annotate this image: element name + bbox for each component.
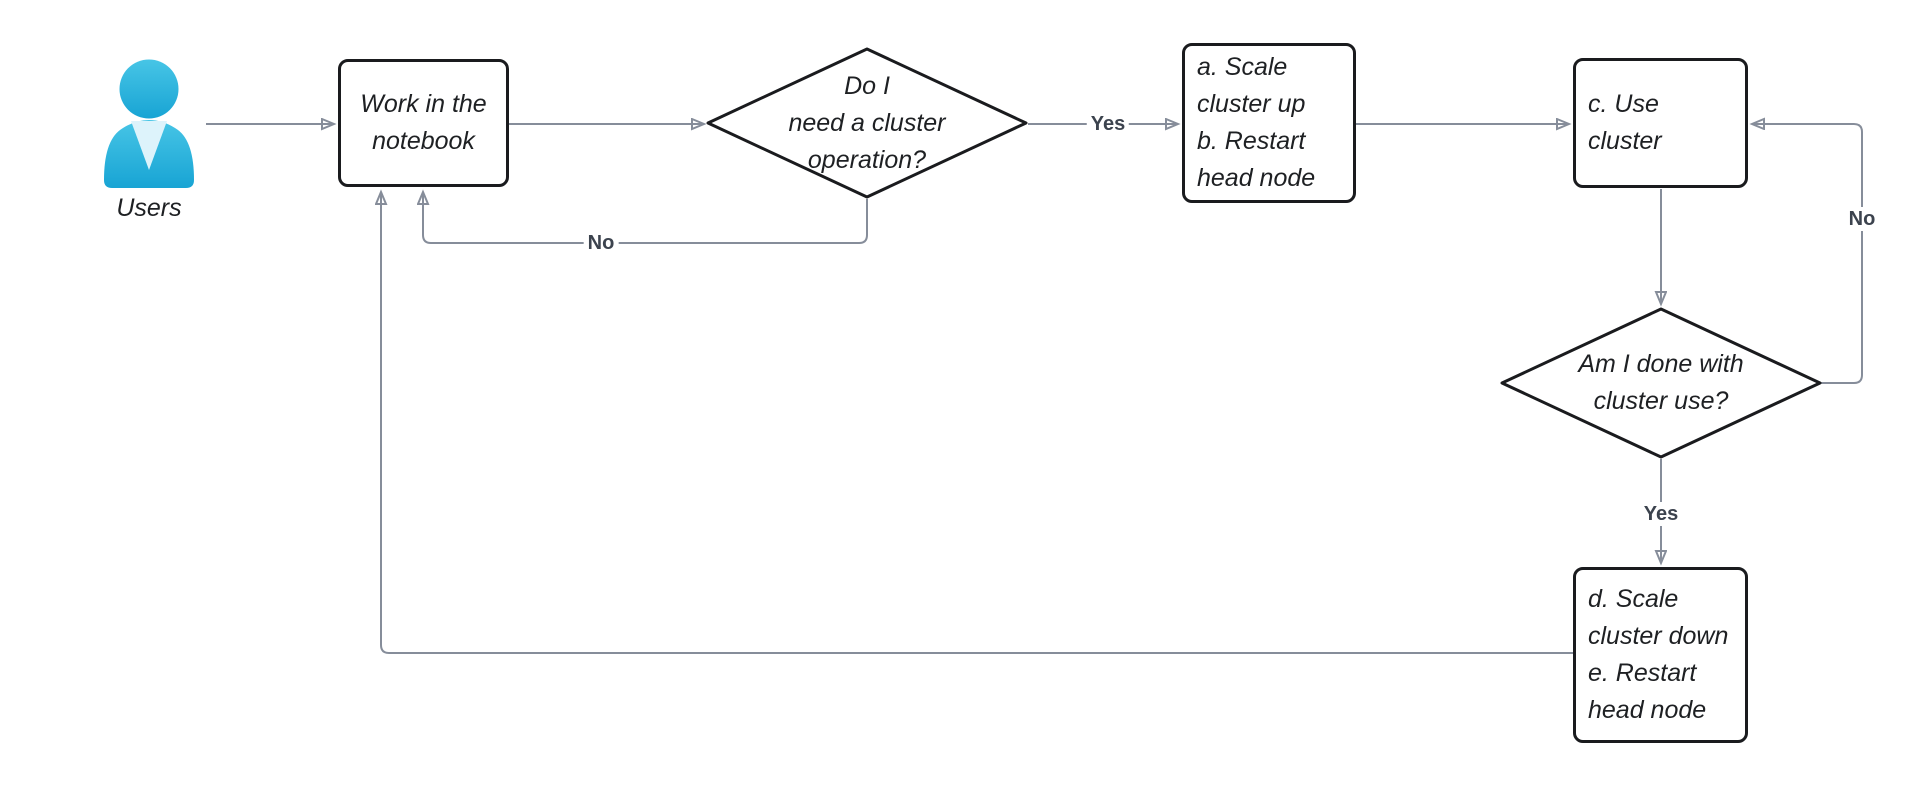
decision-done-with-cluster-use: Am I done with cluster use? <box>1500 307 1822 459</box>
node-scale-cluster-down-restart-head-node: d. Scale cluster down e. Restart head no… <box>1573 567 1748 743</box>
edge-label-yes-cluster-operation: Yes <box>1086 112 1130 136</box>
edge-decision-done-no-to-use-cluster <box>1753 124 1863 384</box>
decision-done-with-cluster-use-label: Am I done with cluster use? <box>1578 350 1744 415</box>
edge-label-yes-done-with-cluster: Yes <box>1639 502 1683 526</box>
node-scale-cluster-up-restart-head-node: a. Scale cluster up b. Restart head node <box>1182 43 1356 203</box>
diamond-shape <box>1500 307 1822 459</box>
edge-decision-cluster-op-no-to-notebook <box>423 193 868 244</box>
edge-scale-down-to-notebook <box>381 193 1573 654</box>
user-icon <box>104 59 194 188</box>
node-use-cluster: c. Use cluster <box>1573 58 1748 188</box>
diamond-shape <box>706 47 1028 199</box>
decision-need-cluster-operation-label: Do I need a cluster operation? <box>788 71 946 174</box>
node-work-in-notebook: Work in the notebook <box>338 59 509 187</box>
users-actor <box>100 58 198 188</box>
edge-label-no-cluster-operation: No <box>583 231 619 255</box>
edge-label-no-done-with-cluster: No <box>1844 207 1880 231</box>
users-label: Users <box>116 194 182 222</box>
decision-need-cluster-operation: Do I need a cluster operation? <box>706 47 1028 199</box>
